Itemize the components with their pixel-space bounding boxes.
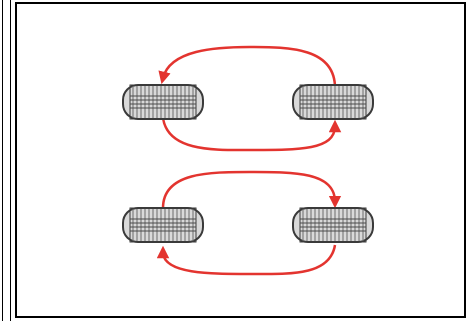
tire-front-left-icon [122, 84, 204, 120]
arrow-top-row-over [158, 45, 337, 89]
tire-front-right-icon [292, 84, 374, 120]
tire-rear-right-icon [292, 207, 374, 243]
arrow-bottom-row-under [156, 244, 337, 276]
diagram-frame [15, 2, 466, 318]
arrow-bottom-row-over [161, 170, 342, 209]
tire-rear-left-icon [122, 207, 204, 243]
left-margin-rule [2, 0, 11, 321]
arrow-top-row-under [161, 117, 342, 152]
